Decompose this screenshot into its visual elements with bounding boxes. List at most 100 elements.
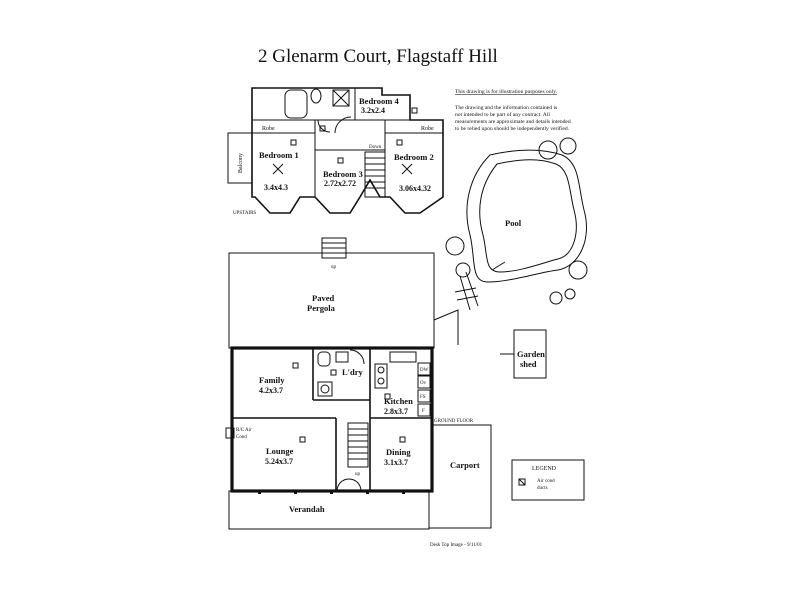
pergola-up-label: up — [331, 265, 337, 270]
carport-outline — [429, 424, 492, 529]
rc-air-unit — [225, 427, 235, 439]
bedroom3-size: 2.72x2.72 — [324, 179, 356, 188]
kitchen-name: Kitchen — [384, 396, 413, 406]
laundry-door-arc — [349, 349, 365, 365]
house-outer-wall — [230, 346, 434, 493]
carport-label: Carport — [450, 460, 480, 470]
laundry-basin — [335, 351, 349, 363]
robe-left-label: Robe — [262, 126, 275, 132]
garden-path-steps — [454, 287, 479, 301]
air-duct-icon — [518, 478, 526, 486]
air-duct-icon — [319, 125, 326, 132]
fan-icon — [401, 163, 413, 175]
verandah-outline — [228, 490, 430, 530]
kitchen-cooktop — [374, 363, 388, 389]
bedroom3-name: Bedroom 3 — [323, 169, 363, 179]
shower — [332, 89, 350, 107]
bedroom2-name: Bedroom 2 — [394, 152, 434, 162]
legend-box — [511, 459, 585, 501]
ground-floor-plan: up Paved Pergola L'dry DW Ov FS F — [225, 237, 492, 530]
legend-item-line2: ducts — [537, 486, 548, 491]
shrub-icon — [445, 236, 465, 256]
air-duct-icon — [396, 139, 403, 146]
dw-label: DW — [420, 368, 429, 373]
fridge-space-box — [417, 389, 431, 403]
bedroom2-size: 3.06x4.32 — [399, 184, 431, 193]
dishwasher-box — [417, 362, 431, 376]
oven-box — [417, 375, 431, 389]
footer-caption: Desk Top Image - 9/11/01 — [430, 543, 483, 548]
robe-right-label: Robe — [421, 126, 434, 132]
front-door-arc — [336, 478, 350, 492]
air-duct-icon — [292, 362, 299, 369]
garden-shed-line1: Garden — [517, 349, 545, 359]
door-arc-hall — [334, 116, 352, 134]
lounge-name: Lounge — [266, 446, 294, 456]
family-name: Family — [259, 375, 285, 385]
upstairs-stairs — [364, 151, 386, 198]
disclaimer-line-1: The drawing and the information containe… — [455, 104, 557, 111]
legend: LEGEND Air cond ducts — [511, 459, 585, 501]
pool-steps — [491, 261, 506, 271]
laundry-label: L'dry — [342, 367, 364, 377]
air-duct-icon — [384, 393, 391, 400]
laundry-tub — [317, 381, 333, 397]
disclaimer: This drawing is for illustration purpose… — [455, 88, 571, 132]
cooktop-burner — [377, 366, 385, 374]
legend-item-line1: Air cond — [537, 479, 555, 484]
disclaimer-heading: This drawing is for illustration purpose… — [455, 88, 558, 95]
bedroom4-size: 3.2x2.4 — [361, 106, 385, 115]
shrub-icon — [549, 291, 563, 305]
shrub-icon — [559, 137, 577, 155]
ground-stairs — [347, 422, 369, 468]
kitchen-size: 2.8x3.7 — [384, 407, 408, 416]
rc-air-line2: Cond — [236, 435, 247, 440]
fridge-box — [417, 403, 431, 417]
shrub-icon — [538, 140, 558, 160]
pergola-line1: Paved — [312, 293, 334, 303]
stairs-up-label: up — [355, 472, 361, 477]
verandah-posts — [258, 491, 405, 494]
pool-outer-edge — [466, 149, 587, 283]
bedroom1-name: Bedroom 1 — [259, 150, 299, 160]
front-door-arc — [348, 478, 362, 492]
disclaimer-line-4: to be relied upon should be independentl… — [455, 125, 570, 132]
laundry-toilet — [317, 351, 331, 367]
dining-name: Dining — [386, 447, 411, 457]
balcony-label: Balcony — [238, 153, 244, 173]
disclaimer-line-2: not intended to be part of any contract.… — [455, 111, 550, 118]
air-duct-icon — [330, 369, 337, 376]
toilet — [310, 88, 322, 104]
pergola-fence — [433, 309, 459, 345]
plan-title: 2 Glenarm Court, Flagstaff Hill — [258, 46, 498, 67]
lounge-size: 5.24x3.7 — [265, 457, 293, 466]
garden-shed: Garden shed — [500, 329, 547, 379]
cooktop-burner — [377, 377, 385, 385]
shrub-icon — [568, 260, 588, 280]
air-duct-icon — [411, 107, 418, 114]
fridge-label: F — [422, 409, 425, 414]
legend-title: LEGEND — [532, 466, 557, 472]
upstairs-label: UPSTAIRS — [233, 211, 256, 216]
shrub-icon — [564, 288, 576, 300]
shrub-icon — [455, 262, 471, 278]
down-label: Down — [369, 145, 382, 150]
bathtub — [284, 89, 308, 119]
disclaimer-line-3: measurements are approximate and details… — [455, 119, 571, 125]
garden-shed-line2: shed — [520, 359, 537, 369]
air-duct-icon — [290, 139, 297, 146]
balcony — [227, 132, 253, 184]
pool-water-edge — [479, 159, 577, 273]
rc-air-line1: R/C Air — [236, 428, 252, 433]
family-size: 4.2x3.7 — [259, 386, 283, 395]
upstairs-plan: Balcony Robe Robe Down — [227, 87, 444, 216]
bedroom4-name: Bedroom 4 — [359, 96, 399, 106]
laundry-drain — [320, 384, 330, 394]
pergola-steps — [321, 237, 347, 259]
pergola-line2: Pergola — [307, 303, 336, 313]
air-duct-icon — [299, 436, 306, 443]
pool-area: Pool — [445, 137, 588, 311]
door-arc-bath — [317, 119, 331, 133]
air-duct-icon — [337, 157, 344, 164]
